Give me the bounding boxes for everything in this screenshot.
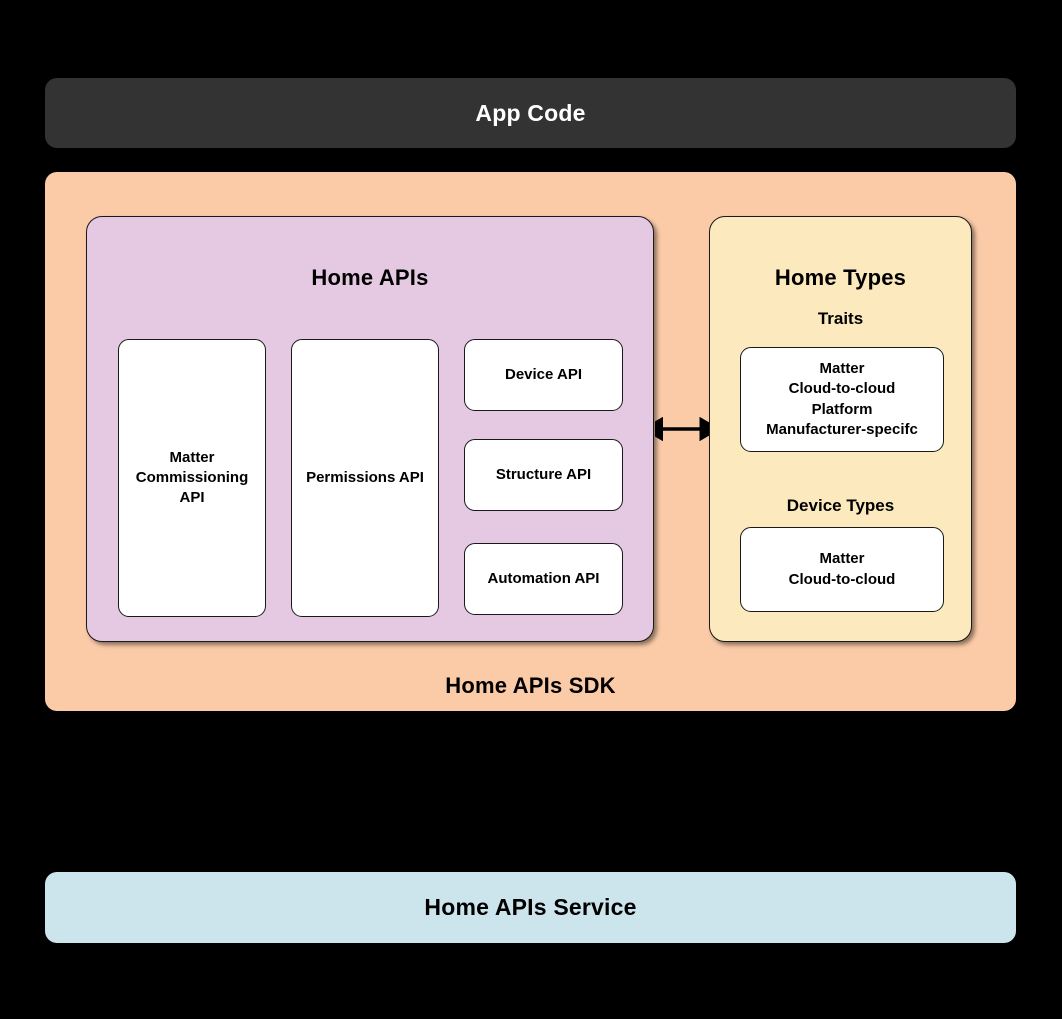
home-apis-service-label: Home APIs Service [424,894,637,920]
automation-api-box: Automation API [464,543,623,615]
traits-heading: Traits [817,309,864,328]
bidirectional-arrow-icon [655,417,711,441]
home-types-title: Home Types [774,265,907,290]
structure-api-label: Structure API [495,465,592,483]
app-code-label: App Code [475,99,586,126]
permissions-api-box: Permissions API [291,339,439,617]
home-apis-title: Home APIs [311,265,429,290]
matter-commissioning-api-box: Matter Commissioning API [118,339,266,617]
device-types-box-label: Matter Cloud-to-cloud [788,550,896,588]
home-apis-service-block: Home APIs Service [45,872,1016,943]
home-apis-sdk-container: Home APIs Matter Commissioning API Permi… [45,172,1016,711]
home-types-panel: Home Types Traits Matter Cloud-to-cloud … [709,216,972,642]
device-types-heading: Device Types [786,496,895,515]
device-api-label: Device API [505,365,582,383]
device-api-box: Device API [464,339,623,411]
home-apis-panel: Home APIs Matter Commissioning API Permi… [86,216,654,642]
traits-box-label: Matter Cloud-to-cloud Platform Manufactu… [766,360,918,438]
device-types-box: Matter Cloud-to-cloud [740,527,944,612]
traits-box: Matter Cloud-to-cloud Platform Manufactu… [740,347,944,452]
structure-api-box: Structure API [464,439,623,511]
home-apis-sdk-label: Home APIs SDK [445,673,616,698]
permissions-api-label: Permissions API [306,468,424,486]
matter-commissioning-api-label: Matter Commissioning API [135,448,249,507]
app-code-block: App Code [45,78,1016,148]
automation-api-label: Automation API [487,569,600,587]
